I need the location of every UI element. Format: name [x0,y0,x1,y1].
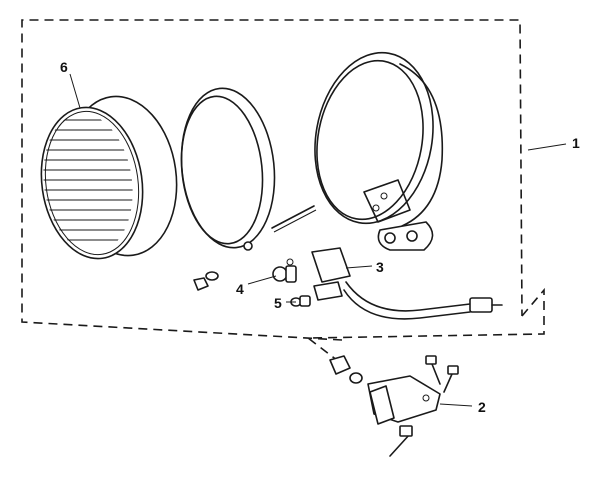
headlight-housing [314,51,444,251]
callout-pilot-bulb: 5 [274,295,282,311]
socket-harness [311,247,503,320]
mounting-screw [271,205,317,233]
bracket-bolts [389,355,459,457]
callout-bulb: 4 [236,281,244,297]
pilot-bulb [290,295,311,307]
mounting-bracket [367,375,441,425]
headlight-bulb [272,258,297,283]
callout-lens: 6 [60,59,68,75]
lock-washer-and-nut [193,271,219,291]
callout-bracket: 2 [478,399,486,415]
headlight-lens [36,95,178,260]
leader-lines [69,73,567,407]
callout-assembly: 1 [572,135,580,151]
lens-ribs [36,119,142,241]
callout-socket-harness: 3 [376,259,384,275]
assembly-boundary [21,19,545,365]
trim-ring [180,87,276,251]
bracket-nut [329,355,363,384]
